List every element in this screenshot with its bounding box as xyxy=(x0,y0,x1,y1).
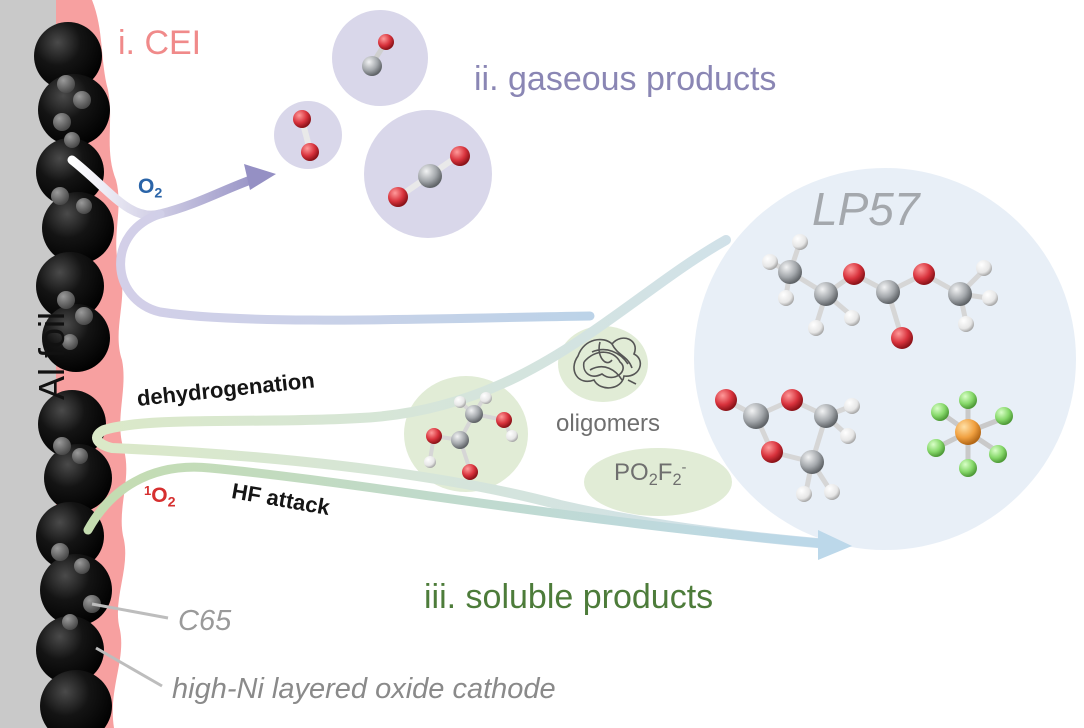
pf6-anion xyxy=(927,391,1013,477)
oligomer-squiggle xyxy=(573,337,642,389)
al-foil-label: Al foil xyxy=(31,311,72,400)
dehydrogenation-arrow xyxy=(92,235,833,549)
c65-particles xyxy=(51,75,101,630)
co2-molecule xyxy=(388,146,470,207)
o2-label: O2 xyxy=(138,175,163,202)
c65-label: C65 xyxy=(178,605,232,637)
glycolic-acid-molecule xyxy=(424,392,518,480)
hf-attack-arrow xyxy=(83,462,833,549)
po2f2-label: PO2F2- xyxy=(614,459,687,490)
gaseous-products-label: ii. gaseous products xyxy=(474,60,777,98)
co-bubble xyxy=(332,10,428,106)
emc-molecule xyxy=(762,234,998,349)
soluble-products-label: iii. soluble products xyxy=(424,578,714,616)
c65-leader-line xyxy=(91,602,169,620)
gas-to-electrolyte-arrow xyxy=(116,209,595,325)
cathode-leader-line xyxy=(95,646,163,688)
o2-arrowhead xyxy=(244,164,276,190)
ec-molecule xyxy=(715,389,860,502)
cathode-particles xyxy=(34,22,114,728)
singlet-oxygen-label: 1O2 xyxy=(144,483,176,511)
lp57-label: LP57 xyxy=(812,183,920,235)
cei-label: i. CEI xyxy=(118,24,202,62)
co-molecule xyxy=(362,34,394,76)
po2f2-bubble xyxy=(584,448,732,516)
cathode-label: high-Ni layered oxide cathode xyxy=(172,673,556,705)
o2-molecule xyxy=(293,110,319,161)
oligomer-bubble xyxy=(558,326,648,402)
oligomers-label: oligomers xyxy=(556,410,661,437)
soluble-arrowhead xyxy=(818,530,852,560)
